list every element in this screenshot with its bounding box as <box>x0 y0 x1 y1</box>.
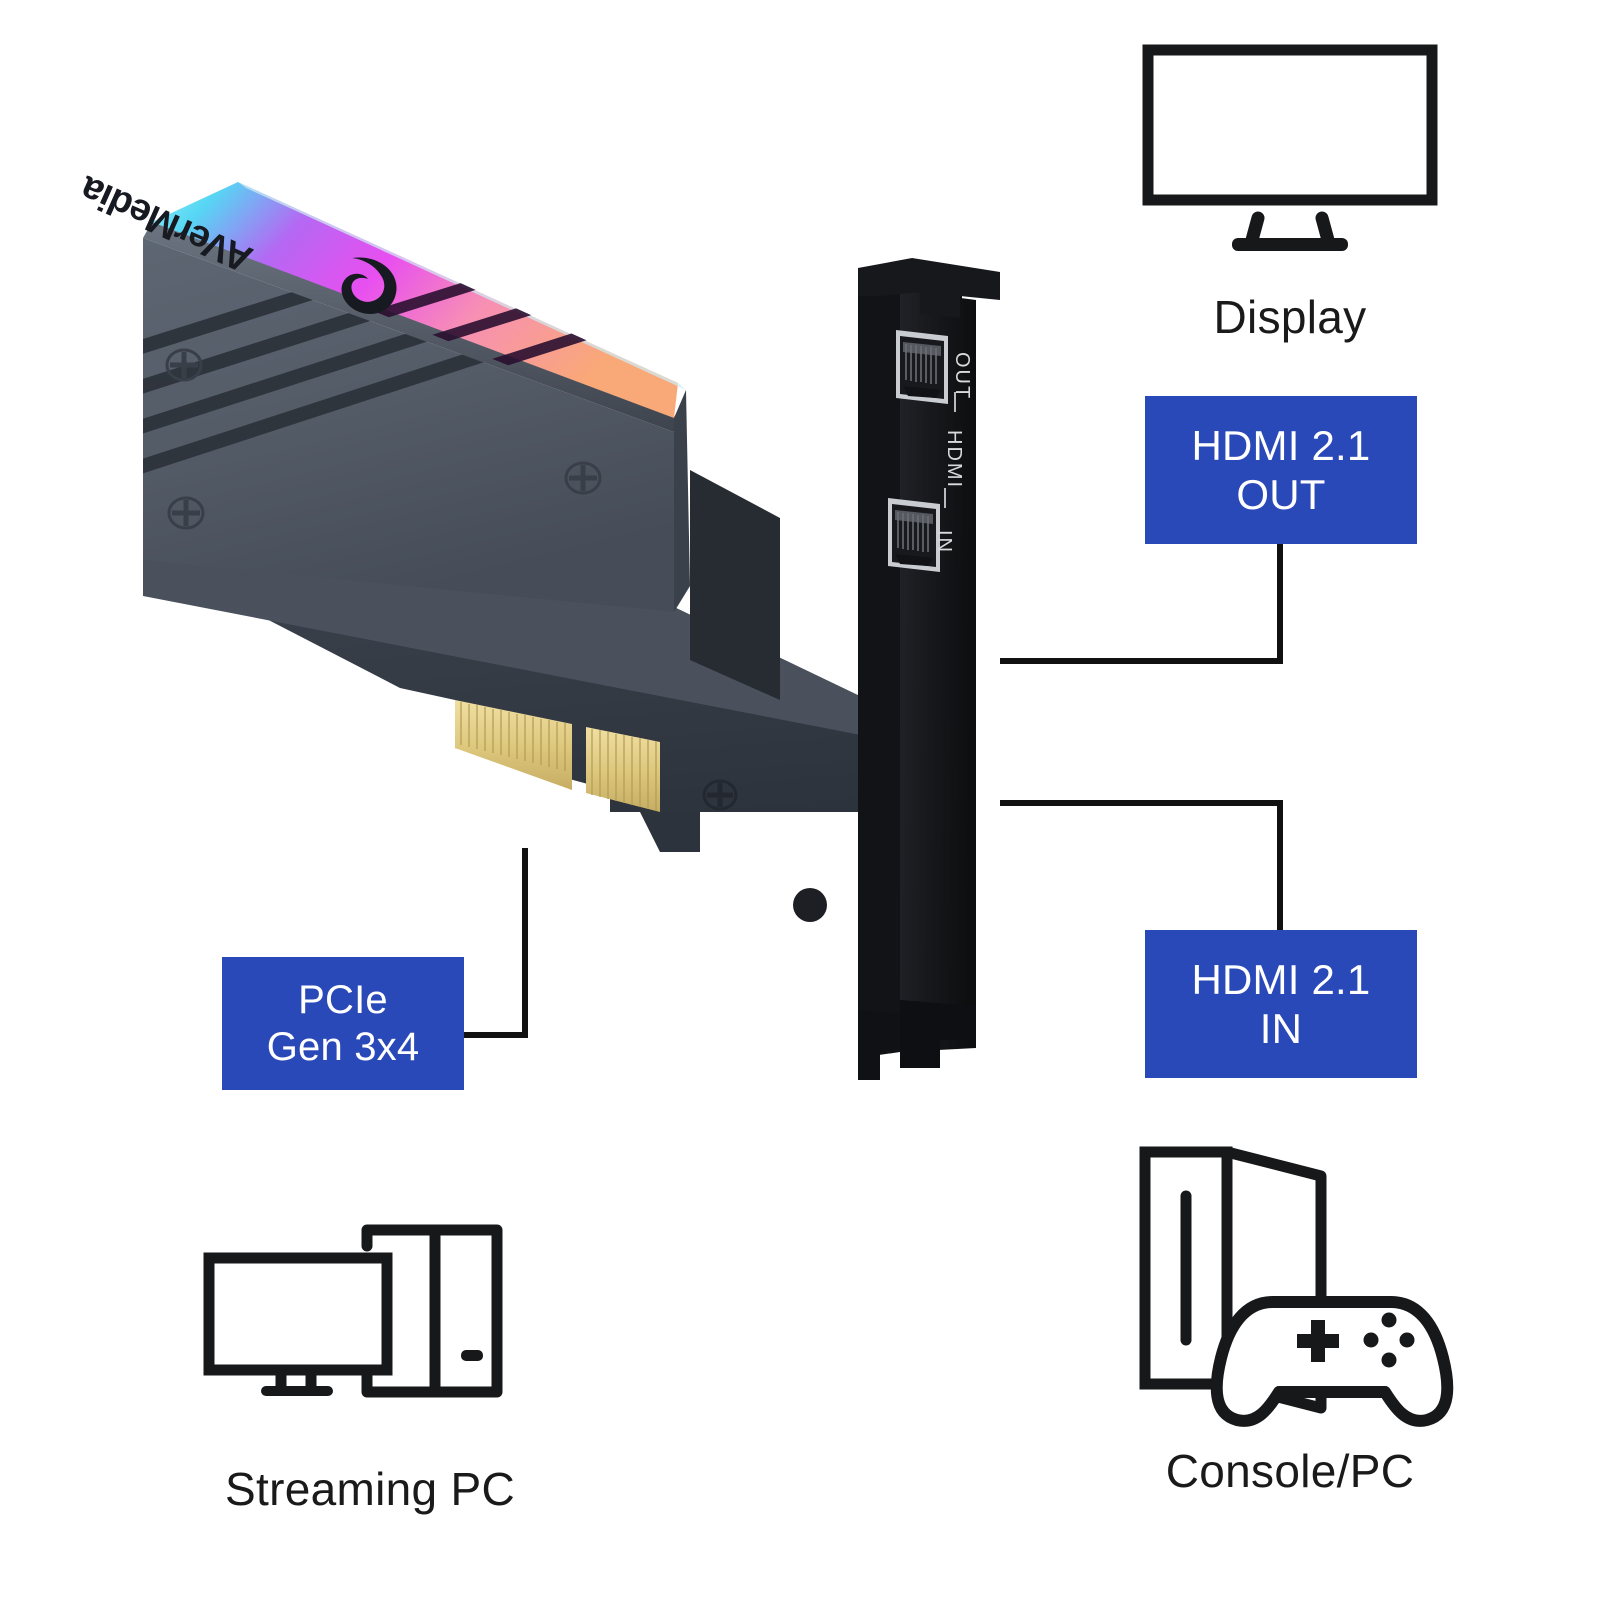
pcie-gold-fingers <box>455 700 660 812</box>
device-display-caption: Display <box>1213 291 1367 343</box>
callout-hdmi-out-line2: OUT <box>1236 471 1326 518</box>
heatsink-top-bevel <box>143 222 678 432</box>
leader-line-hdmi-out-vertical <box>1277 544 1283 664</box>
pci-bracket <box>858 258 1000 1080</box>
callout-hdmi-in-line1: HDMI 2.1 <box>1191 955 1371 1003</box>
game-console-controller-icon <box>1139 1146 1454 1427</box>
svg-text:HDMI: HDMI <box>943 430 965 489</box>
leader-line-pcie-vertical <box>522 848 528 1038</box>
leader-line-pcie-horizontal <box>464 1032 528 1038</box>
screw-icon <box>564 461 602 495</box>
callout-hdmi-out-line1: HDMI 2.1 <box>1191 421 1371 469</box>
bracket-port-silkscreen: OUT HDMI IN <box>933 352 973 554</box>
device-streaming-pc-caption: Streaming PC <box>225 1463 515 1515</box>
device-console-pc: Console/PC <box>1108 1118 1472 1498</box>
capture-card-illustration: AVerMedia <box>73 167 1000 1080</box>
callout-pcie: PCIe Gen 3x4 <box>222 957 464 1090</box>
callout-hdmi-out: HDMI 2.1 OUT <box>1145 396 1417 544</box>
monitor-icon <box>1142 44 1438 251</box>
device-display: Display <box>1122 42 1458 344</box>
screw-icon <box>165 348 203 382</box>
bracket-knob <box>793 888 827 922</box>
callout-pcie-line1: PCIe <box>298 977 388 1022</box>
avermedia-swirl-logo-icon <box>341 257 397 314</box>
screw-icon <box>167 496 205 530</box>
hdmi-out-port <box>896 330 948 404</box>
leader-line-hdmi-in-horizontal <box>1000 800 1283 806</box>
io-shield-block <box>690 470 780 700</box>
hdmi-in-port <box>888 498 940 572</box>
leader-line-hdmi-in-vertical <box>1277 800 1283 932</box>
svg-text:IN: IN <box>933 530 955 554</box>
card-pcb <box>143 555 866 852</box>
svg-text:OUT: OUT <box>951 352 973 400</box>
screw-icon <box>702 779 738 811</box>
heatsink-side-edge <box>674 390 690 612</box>
leader-line-hdmi-out-horizontal <box>1000 658 1283 664</box>
device-console-pc-caption: Console/PC <box>1165 1445 1415 1497</box>
desktop-tower-monitor-icon <box>203 1224 503 1398</box>
callout-hdmi-in-line2: IN <box>1259 1005 1303 1052</box>
device-streaming-pc: Streaming PC <box>160 1196 580 1516</box>
callout-hdmi-in: HDMI 2.1 IN <box>1145 930 1417 1078</box>
callout-pcie-line2: Gen 3x4 <box>266 1024 420 1069</box>
